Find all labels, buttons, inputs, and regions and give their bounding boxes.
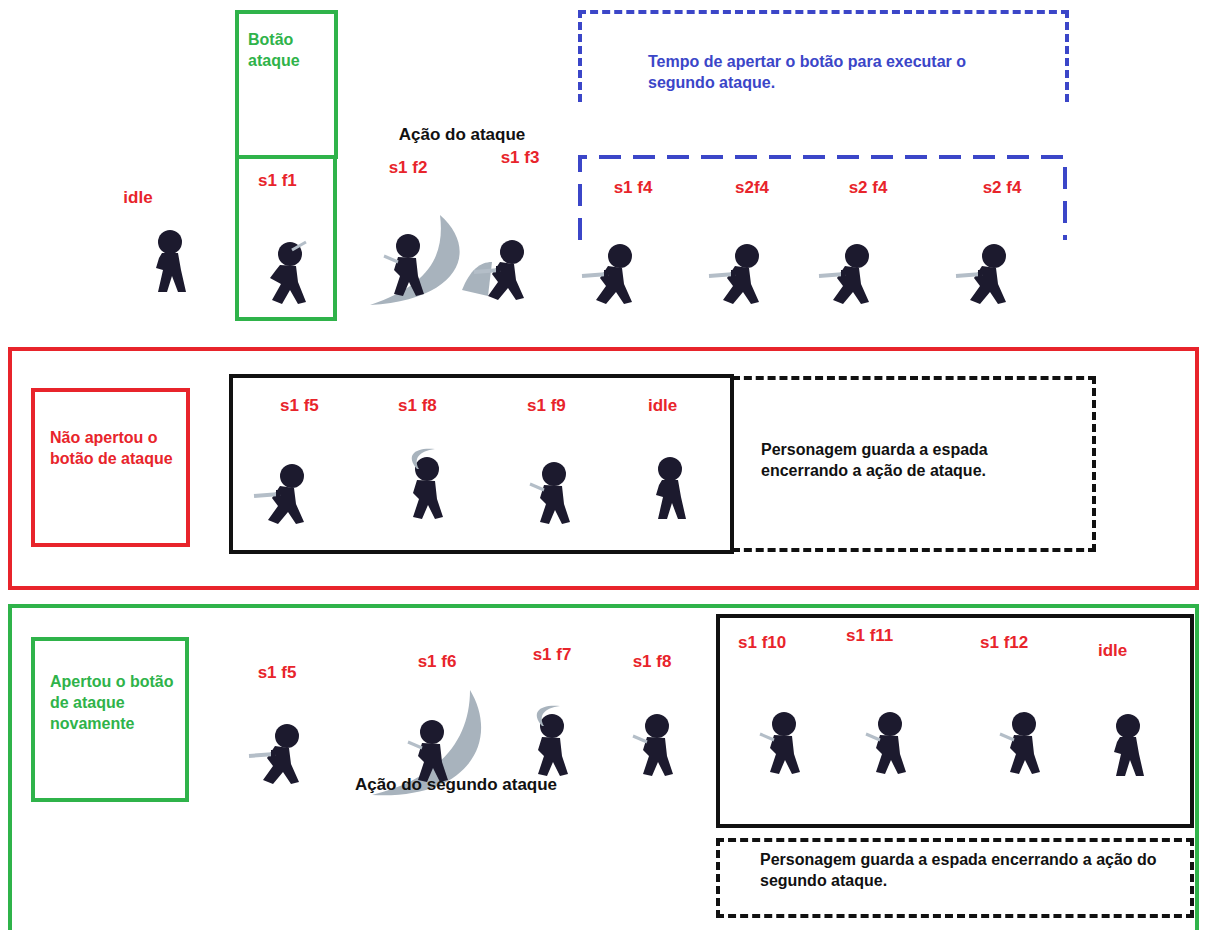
frame-box: s1 f1 (235, 155, 337, 321)
frames-box: s1 f5 s1 f8 s1 f9 idle (229, 374, 734, 554)
timing-window: Tempo de apertar o botão para executar o… (578, 10, 1069, 102)
frame-label: s2f4 (735, 178, 769, 198)
frame-label: s1 f2 (389, 158, 428, 178)
frame-label: idle (123, 188, 152, 208)
frame-label: s1 f12 (980, 632, 1028, 654)
action-label: Ação do ataque (399, 125, 526, 145)
frame-label: idle (1098, 640, 1127, 662)
branch-band: Apertou o botão de ataque novamente s1 f1… (8, 604, 1199, 930)
frame-label: s1 f5 (258, 663, 297, 683)
frame-label: s2 f4 (849, 178, 888, 198)
frame-label: s1 f5 (280, 395, 319, 417)
frame-label: s1 f7 (533, 645, 572, 665)
box-text: Apertou o botão de ataque novamente (50, 672, 174, 734)
frame-label: idle (648, 395, 677, 417)
button-box: Botão ataque (235, 10, 338, 159)
condition-box: Não apertou o botão de ataque (31, 388, 190, 547)
condition-box: Apertou o botão de ataque novamente (31, 637, 189, 802)
frame-label: s1 f11 (846, 625, 893, 647)
note-box: Personagem guarda a espada encerrando a … (732, 376, 1096, 552)
frame-label: s1 f10 (738, 632, 786, 654)
box-text: Não apertou o botão de ataque (50, 428, 174, 470)
action-label: Ação do segundo ataque (355, 775, 557, 795)
box-text: Tempo de apertar o botão para executar o… (648, 52, 978, 94)
frame-label: s1 f8 (633, 652, 672, 672)
frames-box: s1 f10 s1 f11 s1 f12 idle (716, 614, 1194, 828)
frame-label: s1 f6 (418, 652, 457, 672)
box-text: Personagem guarda a espada encerrando a … (761, 440, 1076, 482)
frame-label: s1 f8 (398, 395, 437, 417)
note-box: Personagem guarda a espada encerrando a … (716, 838, 1194, 918)
frame-label: s1 f3 (501, 148, 540, 168)
frame-label: s1 f9 (527, 395, 566, 417)
frame-label: s1 f1 (258, 170, 297, 192)
box-text: Personagem guarda a espada encerrando a … (760, 850, 1170, 892)
frame-label: s2 f4 (983, 178, 1022, 198)
box-text: Botão ataque (248, 30, 330, 72)
frame-label: s1 f4 (614, 178, 653, 198)
branch-band: Não apertou o botão de ataques1 f5s1 f8s… (8, 347, 1199, 590)
